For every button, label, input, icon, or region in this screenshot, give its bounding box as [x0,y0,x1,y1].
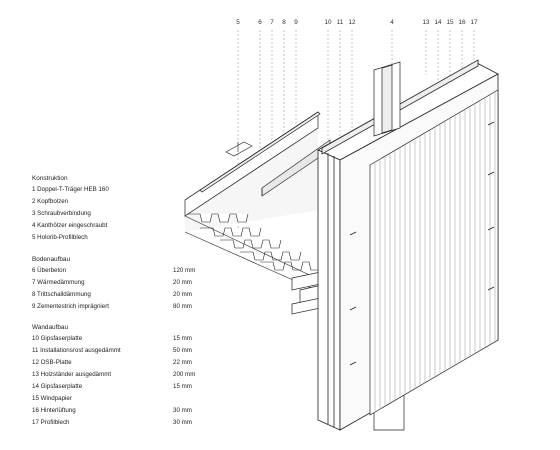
callout-label: 8 [282,19,286,26]
facade-ribs [374,92,496,412]
callout-labels: 5 6 7 8 9 10 11 12 4 13 14 15 16 17 [236,19,478,26]
callout-label: 15 [446,19,454,26]
callout-label: 6 [258,19,262,26]
holorib-profile-deck [184,213,321,293]
section-heading-floor: Bodenaufbau [32,256,71,263]
section-heading-wall: Wandaufbau [32,324,69,331]
callout-label: 17 [470,19,478,26]
callout-label: 11 [337,19,344,26]
callout-label: 10 [324,19,332,26]
legend-item: 15 Windpapier [32,395,72,402]
facade-profile-sheet [369,89,499,416]
callout-label: 14 [434,19,442,26]
callout-label: 13 [422,19,430,26]
legend-item: 4 Kanthölzer eingeschraubt [32,222,108,229]
callout-label: 9 [294,19,298,26]
legend-item: 5 Holorib-Profilblech [32,234,88,241]
legend-item: 1 Doppel-T-Träger HEB 160 [32,186,109,193]
legend-item: 2 Kopfbolzen [32,198,69,205]
callout-label: 7 [270,19,274,26]
anchor-bracket [225,141,253,157]
floor-slab [184,111,331,232]
callout-label: 12 [348,19,356,26]
callout-label: 5 [236,19,240,26]
callout-label: 16 [458,19,466,26]
legend: Konstruktion 1 Doppel-T-Träger HEB 160 2… [32,0,232,450]
facade-fixings [349,121,495,366]
callout-label: 4 [390,19,394,26]
section-heading-construction: Konstruktion [32,175,68,182]
legend-item: 3 Schraubverbindung [32,210,91,217]
steel-column-top [373,61,401,137]
